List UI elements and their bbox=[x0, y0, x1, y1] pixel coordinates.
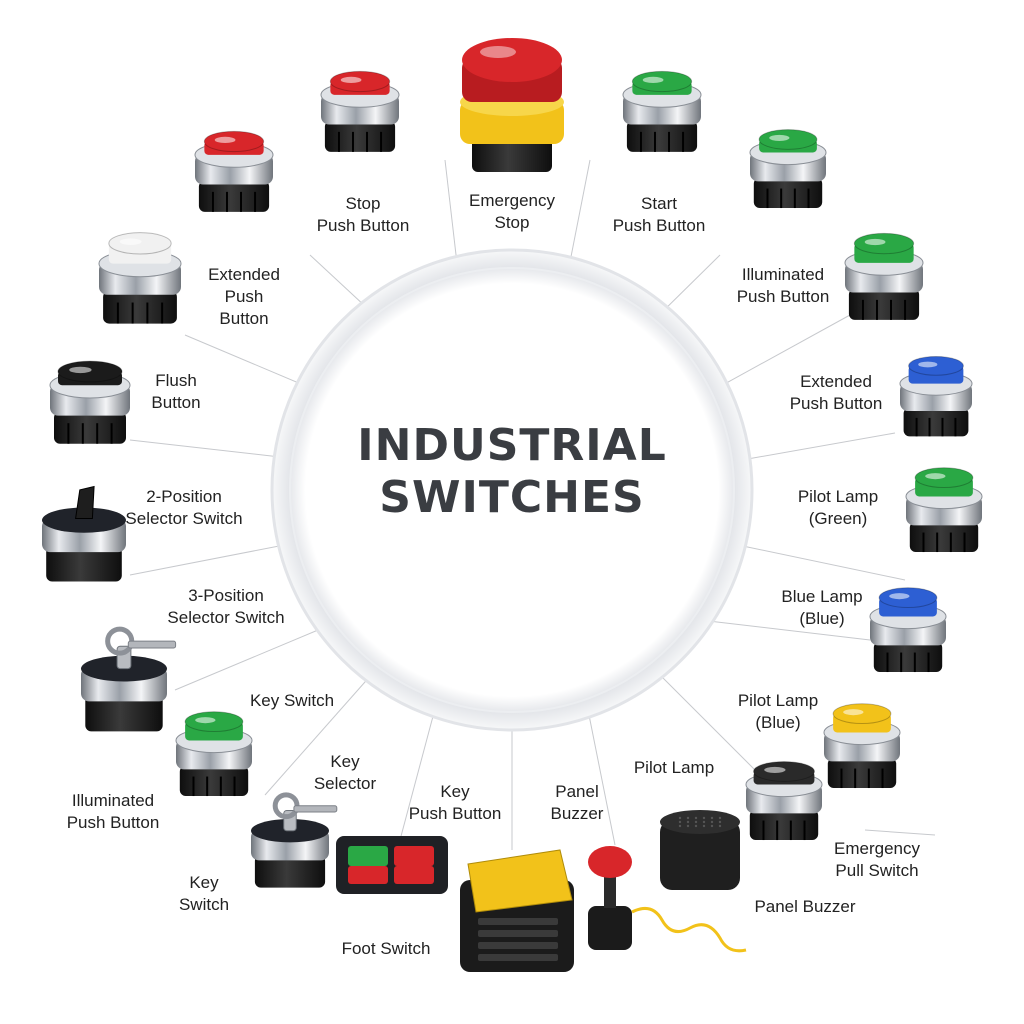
extended-push-button-illustration-right bbox=[899, 356, 973, 437]
emergency-stop-illustration bbox=[460, 38, 564, 172]
connector-line bbox=[174, 624, 331, 691]
two-position-selector-illustration bbox=[42, 485, 126, 582]
label-foot-switch: Foot Switch bbox=[341, 939, 431, 958]
connector-lines bbox=[129, 159, 936, 850]
label-pilot-lamp-blue: Pilot Lamp (Blue) bbox=[737, 691, 819, 732]
illuminated-push-button-illustration-left bbox=[175, 711, 253, 797]
connector-line bbox=[644, 659, 761, 776]
center-ring-inner bbox=[289, 267, 735, 713]
label-two-position-selector: 2-Position Selector Switch bbox=[125, 487, 243, 528]
key-switch-illustration-bottom bbox=[251, 792, 338, 888]
label-panel-buzzer-bottom: Panel Buzzer bbox=[754, 897, 856, 916]
key-switch-illustration-top bbox=[81, 626, 177, 732]
start-push-button-illustration bbox=[622, 70, 702, 152]
connector-line bbox=[709, 314, 851, 393]
connector-line bbox=[699, 619, 871, 641]
label-panel-buzzer-top: Panel Buzzer bbox=[550, 782, 604, 823]
label-start-push-button: Start Push Button bbox=[612, 194, 706, 235]
connector-line bbox=[864, 829, 936, 836]
connector-line bbox=[444, 159, 459, 273]
pilot-lamp-green-illustration bbox=[905, 467, 983, 553]
key-push-button-box-illustration bbox=[336, 836, 448, 894]
pilot-lamp-black-illustration bbox=[745, 761, 823, 841]
diagram-title: INDUSTRIAL SWITCHES bbox=[312, 420, 712, 524]
label-illuminated-push-button-right: Illuminated Push Button bbox=[736, 265, 830, 306]
label-extended-push-button-left: Extended Push Button bbox=[208, 265, 280, 328]
label-blue-lamp: Blue Lamp (Blue) bbox=[781, 587, 863, 628]
flush-button-illustration bbox=[49, 360, 131, 444]
panel-buzzer-illustration bbox=[660, 810, 740, 890]
illuminated-push-button-illustration-right bbox=[749, 129, 827, 209]
connector-line bbox=[129, 439, 281, 458]
illuminated-push-button-illustration-right-2 bbox=[844, 232, 924, 320]
label-pilot-lamp: Pilot Lamp bbox=[633, 758, 715, 777]
connector-line bbox=[584, 694, 616, 846]
title-line-2: SWITCHES bbox=[379, 472, 645, 523]
extended-push-button-illustration-left bbox=[98, 232, 182, 324]
center-ring bbox=[270, 248, 754, 732]
label-key-push-button: Key Push Button bbox=[408, 782, 502, 823]
connector-line bbox=[264, 664, 381, 796]
label-emergency-pull-switch: Emergency Pull Switch bbox=[834, 839, 920, 880]
blue-lamp-illustration bbox=[869, 587, 947, 673]
stop-push-button-illustration bbox=[320, 70, 400, 152]
connector-line bbox=[741, 432, 896, 461]
emergency-pull-switch-illustration bbox=[588, 846, 747, 953]
label-pilot-lamp-green: Pilot Lamp (Green) bbox=[797, 487, 879, 528]
connector-line bbox=[567, 159, 591, 273]
title-line-1: INDUSTRIAL bbox=[357, 420, 667, 471]
label-illuminated-push-button-left: Illuminated Push Button bbox=[66, 791, 160, 832]
connector-line bbox=[737, 544, 906, 581]
foot-switch-illustration bbox=[460, 849, 574, 972]
pilot-lamp-yellow-illustration bbox=[823, 703, 901, 789]
label-three-position-selector: 3-Position Selector Switch bbox=[167, 586, 285, 627]
label-key-selector: Key Selector bbox=[313, 752, 377, 793]
label-flush-button: Flush Button bbox=[151, 371, 201, 412]
label-stop-push-button: Stop Push Button bbox=[316, 194, 410, 235]
label-extended-push-button-right: Extended Push Button bbox=[789, 372, 883, 413]
label-key-switch-top: Key Switch bbox=[249, 691, 335, 710]
stop-button-illustration-2 bbox=[194, 130, 274, 212]
label-key-switch-bottom: Key Switch bbox=[178, 873, 230, 914]
label-emergency-stop: Emergency Stop bbox=[469, 191, 555, 232]
